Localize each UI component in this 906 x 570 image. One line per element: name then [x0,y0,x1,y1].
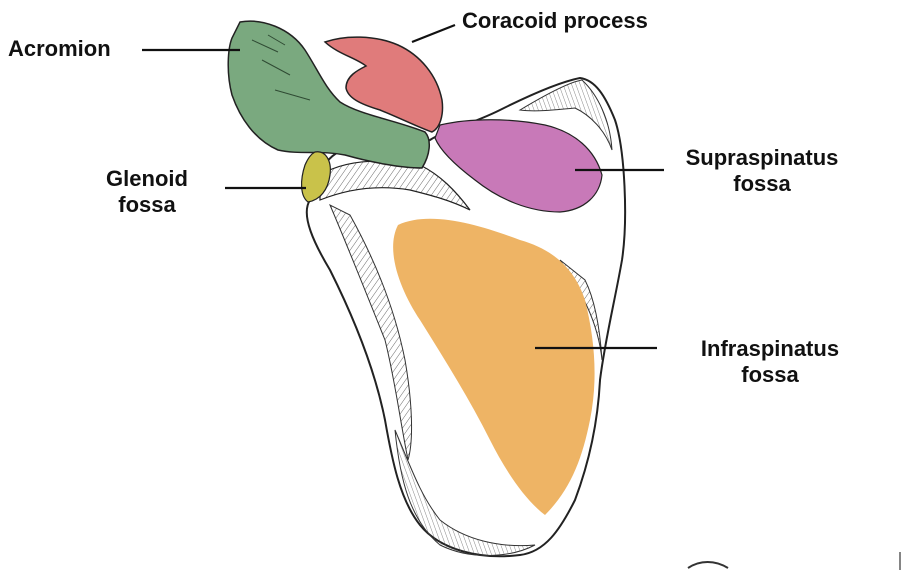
acromion-texture [251,34,311,101]
glenoid-region [301,151,331,203]
infraspinatus-label-line2: fossa [741,362,799,387]
supraspinatus-label-line1: Supraspinatus [685,145,839,170]
coracoid-label-text: Coracoid process [462,8,648,33]
glenoid-label-line2: fossa [118,192,176,217]
supraspinatus-label-line2: fossa [733,171,791,196]
superior-angle-shading [518,79,613,151]
supraspinatus-label: Supraspinatus fossa [672,145,852,197]
acromion-label: Acromion [8,36,111,62]
infraspinatus-fossa-region [393,218,595,515]
infraspinatus-label-line1: Infraspinatus [700,336,840,361]
coracoid-region [323,36,444,133]
inferior-border-shading [394,429,536,556]
coracoid-label: Coracoid process [462,8,648,34]
coracoid-leader [411,23,456,44]
infraspinatus-label: Infraspinatus fossa [680,336,860,388]
acromion-label-text: Acromion [8,36,111,61]
glenoid-label-line1: Glenoid [106,166,188,191]
acromion-region [227,20,430,169]
supraspinatus-fossa-region [434,119,603,213]
corner-mark [687,561,729,569]
glenoid-label: Glenoid fossa [92,166,202,218]
